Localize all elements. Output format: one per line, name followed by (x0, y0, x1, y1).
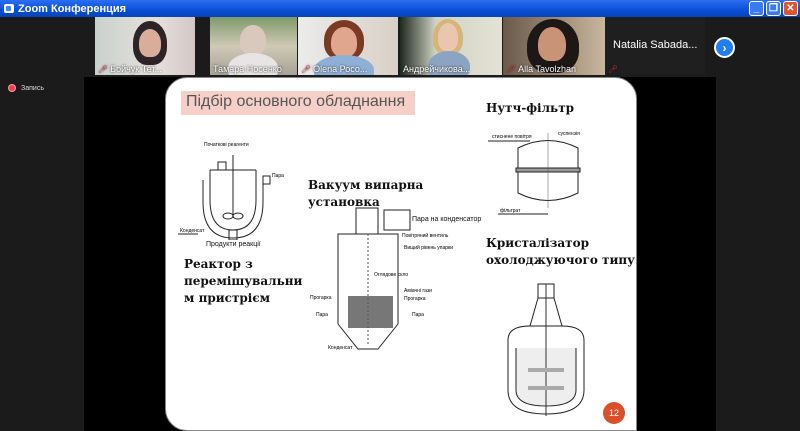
reactor-products-label: Продукти реакції (206, 241, 261, 248)
participant-name: Alla Tavolzhan (518, 64, 577, 74)
next-page-button[interactable]: › (714, 37, 735, 58)
vacuum-evaporator-diagram: Повітряний вентиль Вищий рівень упарки О… (310, 207, 453, 351)
close-button[interactable]: ✕ (783, 1, 798, 16)
vacuum-steam-out-label: Пара на конденсатор (412, 216, 482, 223)
crystallizer-diagram (507, 283, 585, 416)
reactor-label: Пара (272, 173, 284, 179)
participant-name: Бойчук Тет... (110, 64, 163, 74)
restore-button[interactable]: ❐ (766, 1, 781, 16)
window-title: Zoom Конференция (18, 2, 127, 15)
nutsch-label: фільтрат (500, 208, 521, 214)
record-icon (8, 84, 16, 92)
recording-label: Запись (21, 84, 44, 92)
participant-tile[interactable]: 🎤︎Alla Tavolzhan (503, 17, 605, 75)
minimize-button[interactable]: _ (749, 1, 764, 16)
participant-tile[interactable]: Андрейчикова... (400, 17, 502, 75)
participant-name: Olena Росо... (313, 64, 368, 74)
vacuum-label: Вищий рівень упарки (404, 244, 453, 251)
title-bar: Zoom Конференция _ ❐ ✕ (0, 0, 800, 17)
muted-mic-icon: 🎤︎ (608, 65, 619, 74)
vacuum-label: Пара (412, 312, 424, 318)
muted-mic-icon: 🎤︎ (506, 64, 517, 74)
slide-title: Підбір основного обладнання (181, 91, 415, 115)
vacuum-label: Прогарка (310, 295, 332, 301)
participant-tile[interactable]: Natalia Sabada... 🎤︎ (605, 17, 705, 75)
nutsch-filter-diagram: стиснене повітря суспензія фільтрат (488, 131, 581, 215)
zoom-app-icon (4, 4, 14, 13)
participant-name: Natalia Sabada... (613, 39, 698, 51)
presentation-slide: Підбір основного обладнання Початкові ре… (165, 77, 637, 431)
nutsch-label: стиснене повітря (492, 134, 532, 140)
slide-page-number: 12 (603, 402, 625, 424)
vacuum-label: Конденсат (328, 345, 353, 351)
reactor-heading: Реактор з перемішувальни м пристрієм (184, 257, 303, 305)
crystallizer-heading: Кристалізатор охолоджуючого типу (486, 236, 635, 267)
participant-tile[interactable]: Тамара Носенко (210, 17, 297, 75)
vacuum-label: Аміачні гази (404, 288, 432, 294)
reactor-label: Початкові реагенти (204, 142, 249, 148)
vacuum-label: Пара (316, 312, 328, 318)
participant-name: Андрейчикова... (403, 64, 471, 74)
participant-tile[interactable]: 🎤︎Бойчук Тет... (95, 17, 195, 75)
participant-tile[interactable]: 🎤︎Olena Росо... (298, 17, 398, 75)
nutsch-label: суспензія (558, 131, 580, 137)
muted-mic-icon: 🎤︎ (98, 64, 109, 74)
vacuum-label: Повітряний вентиль (402, 232, 449, 239)
vacuum-heading: Вакуум випарна установка (308, 178, 424, 209)
reactor-label: Конденсат (180, 228, 205, 234)
vacuum-label: Прогарка (404, 296, 426, 302)
recording-indicator[interactable]: Запись (8, 84, 44, 92)
muted-mic-icon: 🎤︎ (301, 64, 312, 74)
nutsch-heading: Нутч-фільтр (486, 101, 575, 115)
participant-name: Тамара Носенко (213, 64, 282, 74)
vacuum-label: Оглядове скло (374, 272, 408, 278)
reactor-diagram: Початкові реагенти Пара Конденсат (178, 142, 284, 240)
